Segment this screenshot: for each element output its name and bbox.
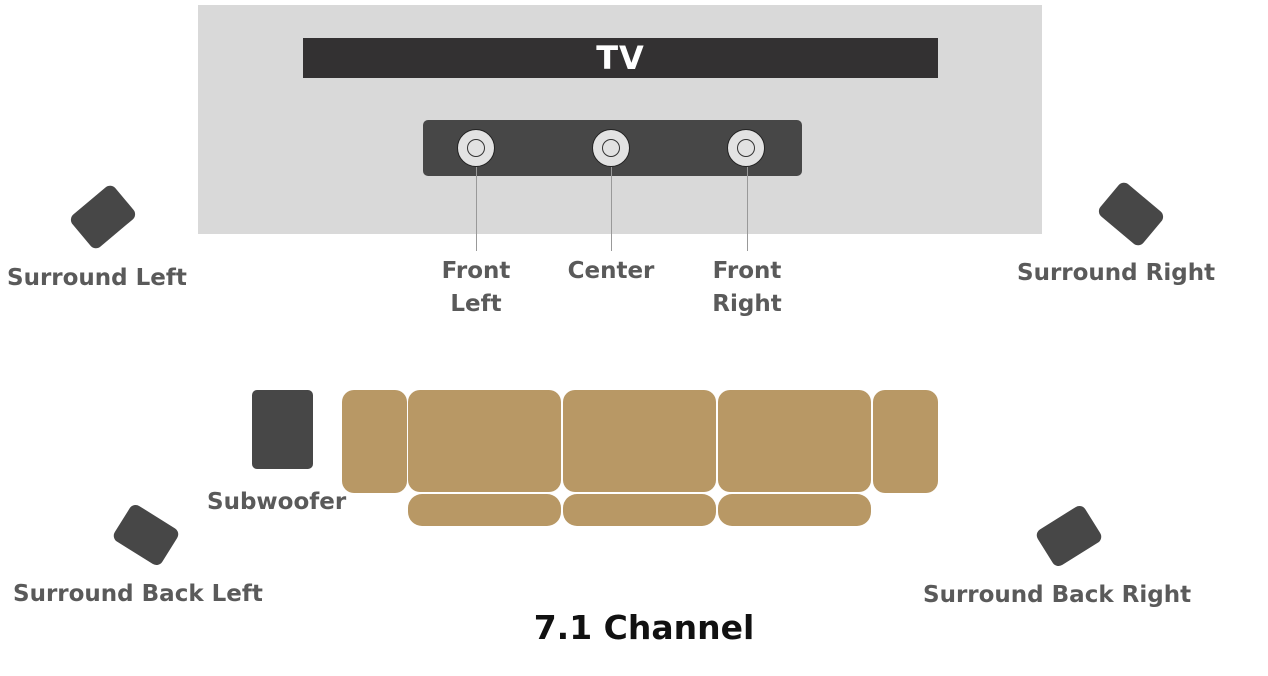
sofa-back-cushion-1 bbox=[408, 390, 561, 492]
front-right-leader-line bbox=[747, 167, 748, 251]
surround-right-speaker-icon bbox=[1096, 179, 1166, 249]
sofa-right-arm bbox=[873, 390, 938, 493]
front-left-label-line1: Front bbox=[441, 258, 511, 284]
subwoofer-label: Subwoofer bbox=[207, 489, 347, 515]
front-right-label-line2: Right bbox=[712, 291, 782, 317]
front-left-driver-icon bbox=[457, 129, 495, 167]
subwoofer-icon bbox=[252, 390, 313, 469]
surround-left-speaker-icon bbox=[68, 182, 138, 252]
sofa-back-cushion-3 bbox=[718, 390, 871, 492]
center-driver-icon bbox=[592, 129, 630, 167]
surround-back-right-label: Surround Back Right bbox=[923, 582, 1192, 608]
sofa-back-cushion-2 bbox=[563, 390, 716, 492]
surround-back-right-speaker-icon bbox=[1034, 503, 1104, 569]
surround-back-left-label: Surround Back Left bbox=[13, 581, 263, 607]
sofa-seat-3 bbox=[718, 494, 871, 526]
front-left-leader-line bbox=[476, 167, 477, 251]
front-right-label-line1: Front bbox=[712, 258, 782, 284]
surround-back-left-speaker-icon bbox=[111, 502, 181, 568]
center-leader-line bbox=[611, 167, 612, 251]
sofa-seat-1 bbox=[408, 494, 561, 526]
surround-left-label: Surround Left bbox=[7, 265, 187, 291]
tv: TV bbox=[303, 38, 938, 78]
front-right-driver-icon bbox=[727, 129, 765, 167]
front-left-label: Front Left bbox=[442, 255, 511, 321]
sofa-left-arm bbox=[342, 390, 407, 493]
sofa-seat-2 bbox=[563, 494, 716, 526]
surround-right-label: Surround Right bbox=[1017, 260, 1216, 286]
center-label: Center bbox=[567, 258, 655, 284]
front-left-label-line2: Left bbox=[450, 291, 502, 317]
front-right-label: Front Right bbox=[712, 255, 781, 321]
diagram-title: 7.1 Channel bbox=[533, 608, 755, 647]
